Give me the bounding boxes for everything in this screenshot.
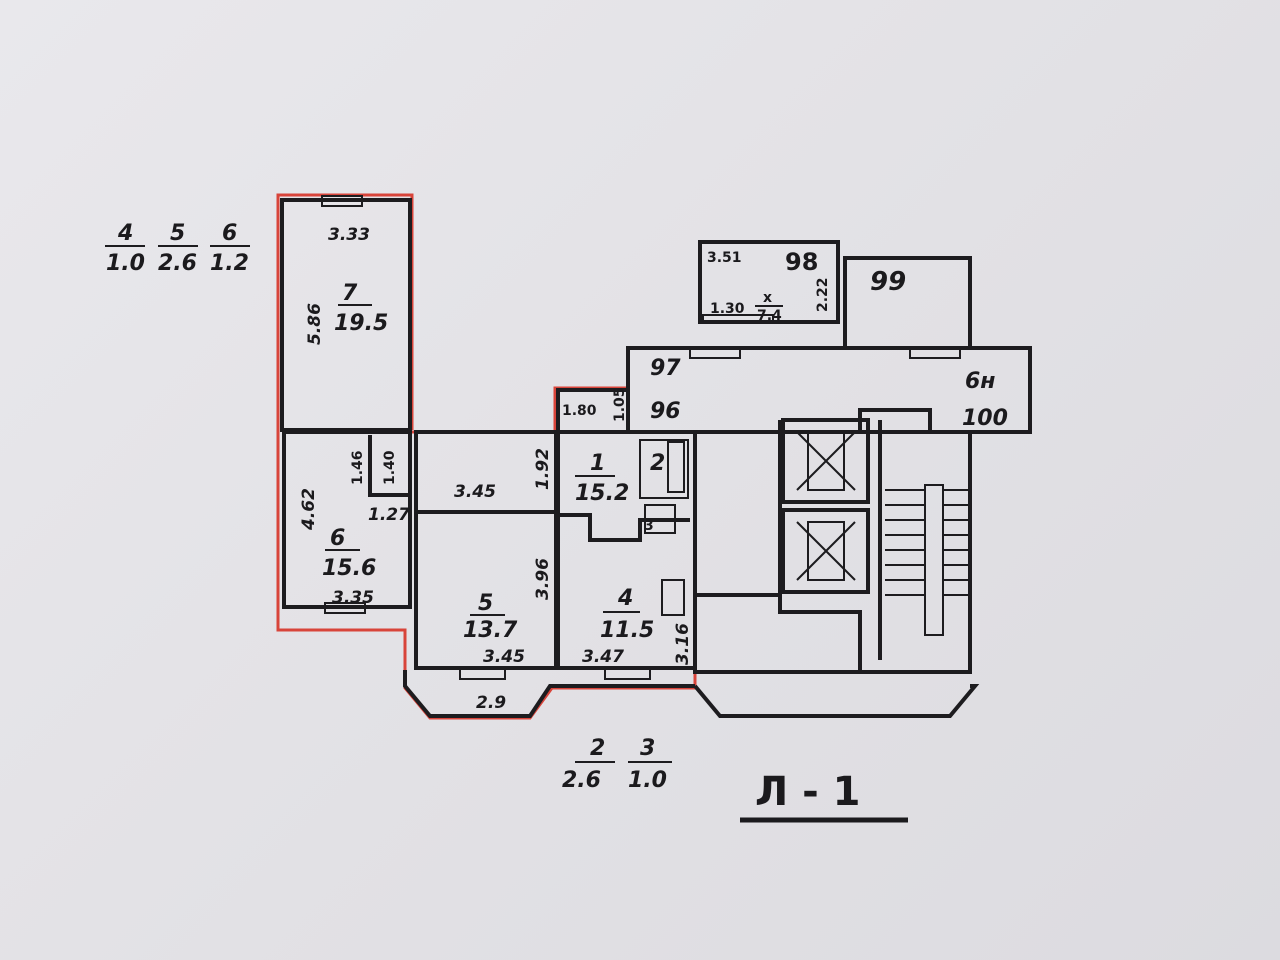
room-6-area: 15.6	[322, 556, 376, 581]
area-98: 98	[785, 248, 818, 276]
area-96: 96	[650, 399, 681, 424]
room-1: 1 15.2 2 3	[575, 451, 665, 534]
legend-area: 2.6	[158, 251, 197, 276]
legend-area: 1.0	[628, 768, 667, 793]
storage-room: 1.80 1.05	[562, 387, 628, 422]
room-7-number: 7	[342, 281, 358, 306]
area-100: 100	[962, 406, 1008, 431]
room-4: 4 11.5 3.47 3.16	[582, 586, 693, 667]
room-1-number: 1	[590, 451, 605, 476]
walls	[280, 195, 1032, 718]
balcony-98-width: 3.51	[707, 250, 742, 266]
room-4-number: 4	[617, 586, 633, 611]
area-6n: 6н	[965, 369, 996, 394]
legend-area: 2.6	[562, 768, 601, 793]
room-4-width: 3.47	[582, 647, 624, 667]
room-4-length: 3.16	[673, 623, 693, 665]
room-7: 3.33 5.86 7 19.5	[305, 225, 388, 345]
closet-dim-c: 1.27	[368, 505, 410, 525]
room-4-area: 11.5	[600, 618, 654, 643]
area-99: 99	[870, 267, 906, 297]
balcony-98-sub: 1.30	[710, 301, 745, 317]
bay-width: 2.9	[476, 693, 506, 713]
legend-area: 1.0	[106, 251, 145, 276]
area-97: 97	[650, 356, 681, 381]
storage-width: 1.80	[562, 403, 597, 419]
wc-number: 3	[644, 518, 654, 534]
room-5-area: 13.7	[463, 618, 518, 643]
room-7-width: 3.33	[328, 225, 370, 245]
balcony-98-area: 7.4	[757, 308, 782, 324]
room-6: 4.62 1.46 1.40 1.27 6 15.6 3.35	[299, 450, 410, 608]
balcony-98-height: 2.22	[815, 277, 831, 312]
plan-label: Л - 1	[755, 769, 861, 815]
room-5-width: 3.45	[483, 647, 525, 667]
legend-num: 5	[170, 221, 185, 246]
room-5-number: 5	[478, 591, 493, 616]
legend-num: 3	[640, 736, 655, 761]
room-6-width: 3.35	[332, 588, 374, 608]
closet-dim-b: 1.40	[382, 450, 398, 485]
closet-dim-a: 1.46	[350, 450, 366, 485]
room-5: 3.45 1.92 3.96 5 13.7 3.45 2.9	[454, 448, 553, 713]
corridor-width: 3.45	[454, 482, 496, 502]
legend-num: 6	[222, 221, 237, 246]
legend-area: 1.2	[210, 251, 249, 276]
room-7-area: 19.5	[334, 311, 388, 336]
room-6-length: 4.62	[299, 488, 319, 531]
balcony-98-x: х	[763, 290, 772, 306]
bathroom-number: 2	[650, 451, 665, 476]
legend-top: 4 1.0 5 2.6 6 1.2	[105, 221, 250, 276]
legend-bottom: 2 2.6 3 1.0	[562, 736, 672, 793]
room-1-area: 15.2	[575, 481, 629, 506]
room-7-length: 5.86	[305, 303, 325, 345]
corridor-length: 1.92	[533, 448, 553, 490]
room-5-length: 3.96	[533, 558, 553, 600]
legend-num: 4	[117, 221, 133, 246]
common-areas: 97 96 6н 100 3.51 98 2.22 1.30 х 7.4 99	[650, 248, 1008, 431]
legend-num: 2	[590, 736, 605, 761]
storage-length: 1.05	[612, 387, 628, 422]
room-6-number: 6	[330, 526, 345, 551]
